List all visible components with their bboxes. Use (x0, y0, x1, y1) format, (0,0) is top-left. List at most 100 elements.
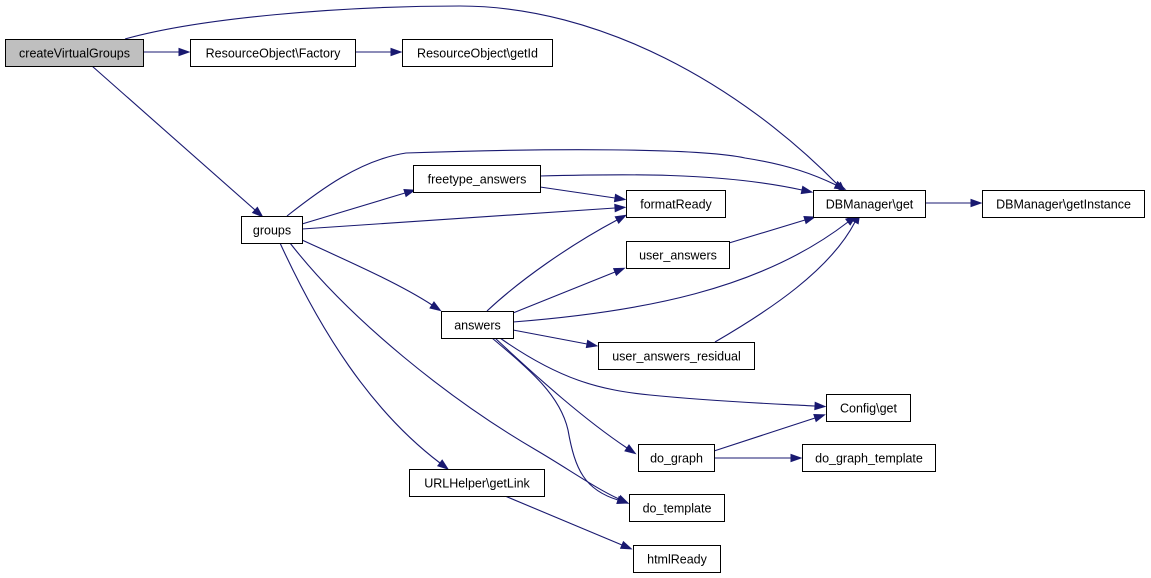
edge-urlhelper-to-htmlReady (504, 495, 633, 550)
edge-answers-to-formatReady (486, 214, 628, 312)
edge-line (714, 221, 856, 343)
node-label: answers (454, 319, 501, 333)
arrowhead-icon (178, 47, 191, 57)
node-box[interactable] (813, 190, 926, 218)
arrowhead-icon (833, 180, 847, 190)
edge-createVirtualGroups-to-groups (91, 65, 264, 218)
node-box[interactable] (441, 311, 514, 339)
node-uar[interactable]: user_answers_residual (598, 342, 755, 370)
edge-line (512, 329, 588, 345)
edge-groups-to-freetype (301, 189, 416, 225)
edge-groups-to-urlhelper (279, 242, 450, 470)
node-box[interactable] (638, 444, 715, 472)
node-box[interactable] (190, 39, 356, 67)
node-label: user_answers_residual (612, 350, 741, 364)
edge-groups-to-dbget (286, 149, 847, 217)
nodes-layer: createVirtualGroups ResourceObject\Factor… (5, 39, 1145, 573)
arrowhead-icon (616, 495, 629, 504)
node-factory[interactable]: ResourceObject\Factory (190, 39, 356, 67)
node-box[interactable] (5, 39, 144, 67)
edge-factory-to-getId (355, 47, 403, 57)
node-box[interactable] (409, 469, 545, 497)
node-createVirtualGroups[interactable]: createVirtualGroups (5, 39, 144, 67)
arrowhead-icon (803, 216, 816, 225)
node-label: createVirtualGroups (19, 47, 130, 61)
node-label: ResourceObject\Factory (206, 47, 342, 61)
node-box[interactable] (826, 394, 911, 422)
node-label: do_graph (650, 452, 703, 466)
arrowhead-icon (390, 47, 403, 57)
node-box[interactable] (982, 190, 1145, 218)
arrowhead-icon (813, 414, 826, 423)
node-do_template[interactable]: do_template (629, 494, 725, 522)
arrowhead-icon (612, 267, 626, 277)
node-do_graph_template[interactable]: do_graph_template (802, 444, 936, 472)
edge-line (512, 221, 849, 323)
edge-user_answers-to-dbget (728, 216, 816, 244)
node-box[interactable] (626, 241, 730, 269)
node-dbget[interactable]: DBManager\get (813, 190, 926, 218)
node-box[interactable] (629, 494, 725, 522)
edge-groups-to-formatReady (301, 203, 627, 230)
edge-do_graph-to-configget (713, 414, 826, 452)
edge-dbget-to-dbinstance (925, 198, 983, 208)
node-box[interactable] (241, 216, 303, 244)
node-answers[interactable]: answers (441, 311, 514, 339)
edge-line (301, 192, 406, 225)
arrowhead-icon (436, 459, 450, 470)
node-box[interactable] (598, 342, 755, 370)
node-configget[interactable]: Config\get (826, 394, 911, 422)
arrowhead-icon (429, 301, 442, 312)
edge-uar-to-dbget (714, 211, 861, 343)
node-box[interactable] (626, 190, 726, 218)
node-label: ResourceObject\getId (417, 47, 538, 61)
edge-do_graph-to-do_graph_template (714, 453, 803, 463)
node-label: do_graph_template (815, 452, 923, 466)
node-label: do_template (643, 502, 712, 516)
edge-line (494, 337, 628, 449)
arrowhead-icon (790, 453, 803, 463)
edge-answers-to-do_graph (494, 337, 637, 455)
node-getId[interactable]: ResourceObject\getId (402, 39, 553, 67)
node-label: URLHelper\getLink (424, 477, 530, 491)
arrowhead-icon (585, 339, 599, 349)
node-label: DBManager\get (826, 198, 914, 212)
node-formatReady[interactable]: formatReady (626, 190, 726, 218)
edge-answers-to-uar (512, 329, 599, 349)
edge-line (279, 242, 441, 464)
edge-line (124, 5, 839, 186)
arrowhead-icon (613, 193, 627, 203)
node-dbinstance[interactable]: DBManager\getInstance (982, 190, 1145, 218)
node-label: Config\get (840, 402, 898, 416)
edge-groups-to-answers (301, 239, 442, 312)
edge-answers-to-configget (499, 337, 827, 411)
edge-createVirtualGroups-to-dbget (124, 5, 847, 194)
node-do_graph[interactable]: do_graph (638, 444, 715, 472)
node-urlhelper[interactable]: URLHelper\getLink (409, 469, 545, 497)
node-freetype[interactable]: freetype_answers (413, 165, 541, 193)
edge-line (504, 495, 623, 546)
node-box[interactable] (633, 545, 721, 573)
edge-answers-to-user_answers (512, 267, 626, 314)
edge-line (499, 337, 816, 407)
node-user_answers[interactable]: user_answers (626, 241, 730, 269)
node-box[interactable] (802, 444, 936, 472)
edge-createVirtualGroups-to-factory (143, 47, 191, 57)
arrowhead-icon (624, 444, 637, 455)
node-box[interactable] (402, 39, 553, 67)
edge-line (301, 239, 433, 306)
arrowhead-icon (614, 214, 628, 225)
node-label: freetype_answers (428, 173, 527, 187)
node-box[interactable] (413, 165, 541, 193)
edge-line (301, 207, 616, 230)
edge-line (289, 242, 620, 500)
node-label: user_answers (639, 249, 717, 263)
node-label: groups (253, 224, 291, 238)
node-groups[interactable]: groups (241, 216, 303, 244)
arrowhead-icon (403, 189, 416, 198)
edge-answers-to-do_template (491, 337, 629, 504)
node-label: formatReady (640, 198, 712, 212)
edge-freetype-to-dbget (539, 174, 814, 195)
node-htmlReady[interactable]: htmlReady (633, 545, 721, 573)
